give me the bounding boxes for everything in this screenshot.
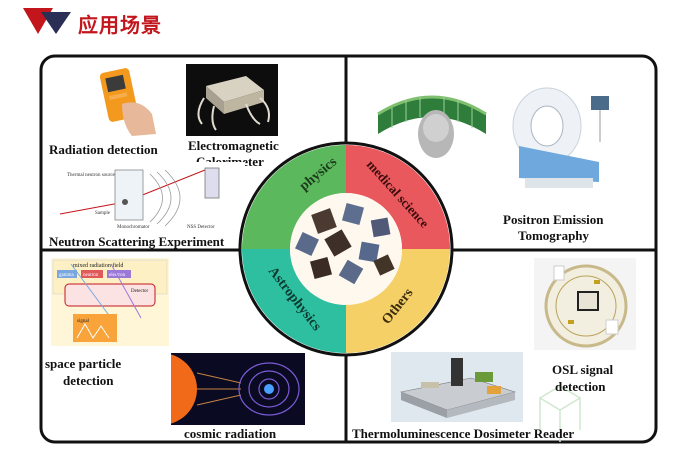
label-positron-emission: Positron Emission — [503, 212, 604, 227]
radiation-detector-photo — [96, 64, 160, 140]
logo-mark — [23, 8, 71, 34]
label-space-detection: detection — [63, 373, 114, 388]
pet-ring-photo — [372, 84, 492, 164]
application-wheel: physics medical science Astrophysics Oth… — [238, 141, 454, 357]
page-title: 应用场景 — [78, 13, 162, 37]
space-note-neutron: neutron — [83, 273, 99, 278]
label-radiation-detection: Radiation detection — [49, 142, 158, 157]
space-note-signal: signal — [77, 319, 90, 324]
space-note-mixed: mixed radiation field — [73, 262, 123, 269]
label-osl-signal: OSL signal — [552, 362, 614, 377]
label-space-particle: space particle — [45, 356, 122, 371]
pet-scanner-photo — [505, 82, 617, 192]
label-electromagnetic: Electromagnetic — [188, 138, 279, 153]
space-note-gamma: gamma — [59, 273, 74, 278]
space-note-detector: Detector — [131, 289, 149, 294]
wheel-ring — [242, 145, 450, 353]
calorimeter-photo — [186, 64, 278, 136]
neutron-note-sample: Sample — [95, 211, 111, 216]
osl-device-photo — [534, 258, 636, 350]
space-particle-diagram: mixed radiation field gamma neutron elec… — [51, 258, 169, 346]
label-neutron-scattering: Neutron Scattering Experiment — [49, 234, 225, 249]
label-tomography: Tomography — [518, 228, 590, 243]
tld-reader-diagram — [391, 352, 523, 422]
neutron-note-mono: Monochromator — [117, 225, 150, 230]
neutron-note-detector: NSS Detector — [187, 225, 215, 230]
label-osl-detection: detection — [555, 379, 606, 394]
label-cosmic-radiation: cosmic radiation — [184, 426, 277, 441]
crystal-samples — [295, 202, 395, 285]
neutron-scattering-diagram: Thermal neutron source Sample Monochroma… — [55, 162, 245, 234]
cosmic-radiation-photo — [171, 353, 305, 425]
neutron-note-source: Thermal neutron source — [67, 173, 116, 178]
label-tld-reader: Thermoluminescence Dosimeter Reader — [352, 426, 575, 441]
